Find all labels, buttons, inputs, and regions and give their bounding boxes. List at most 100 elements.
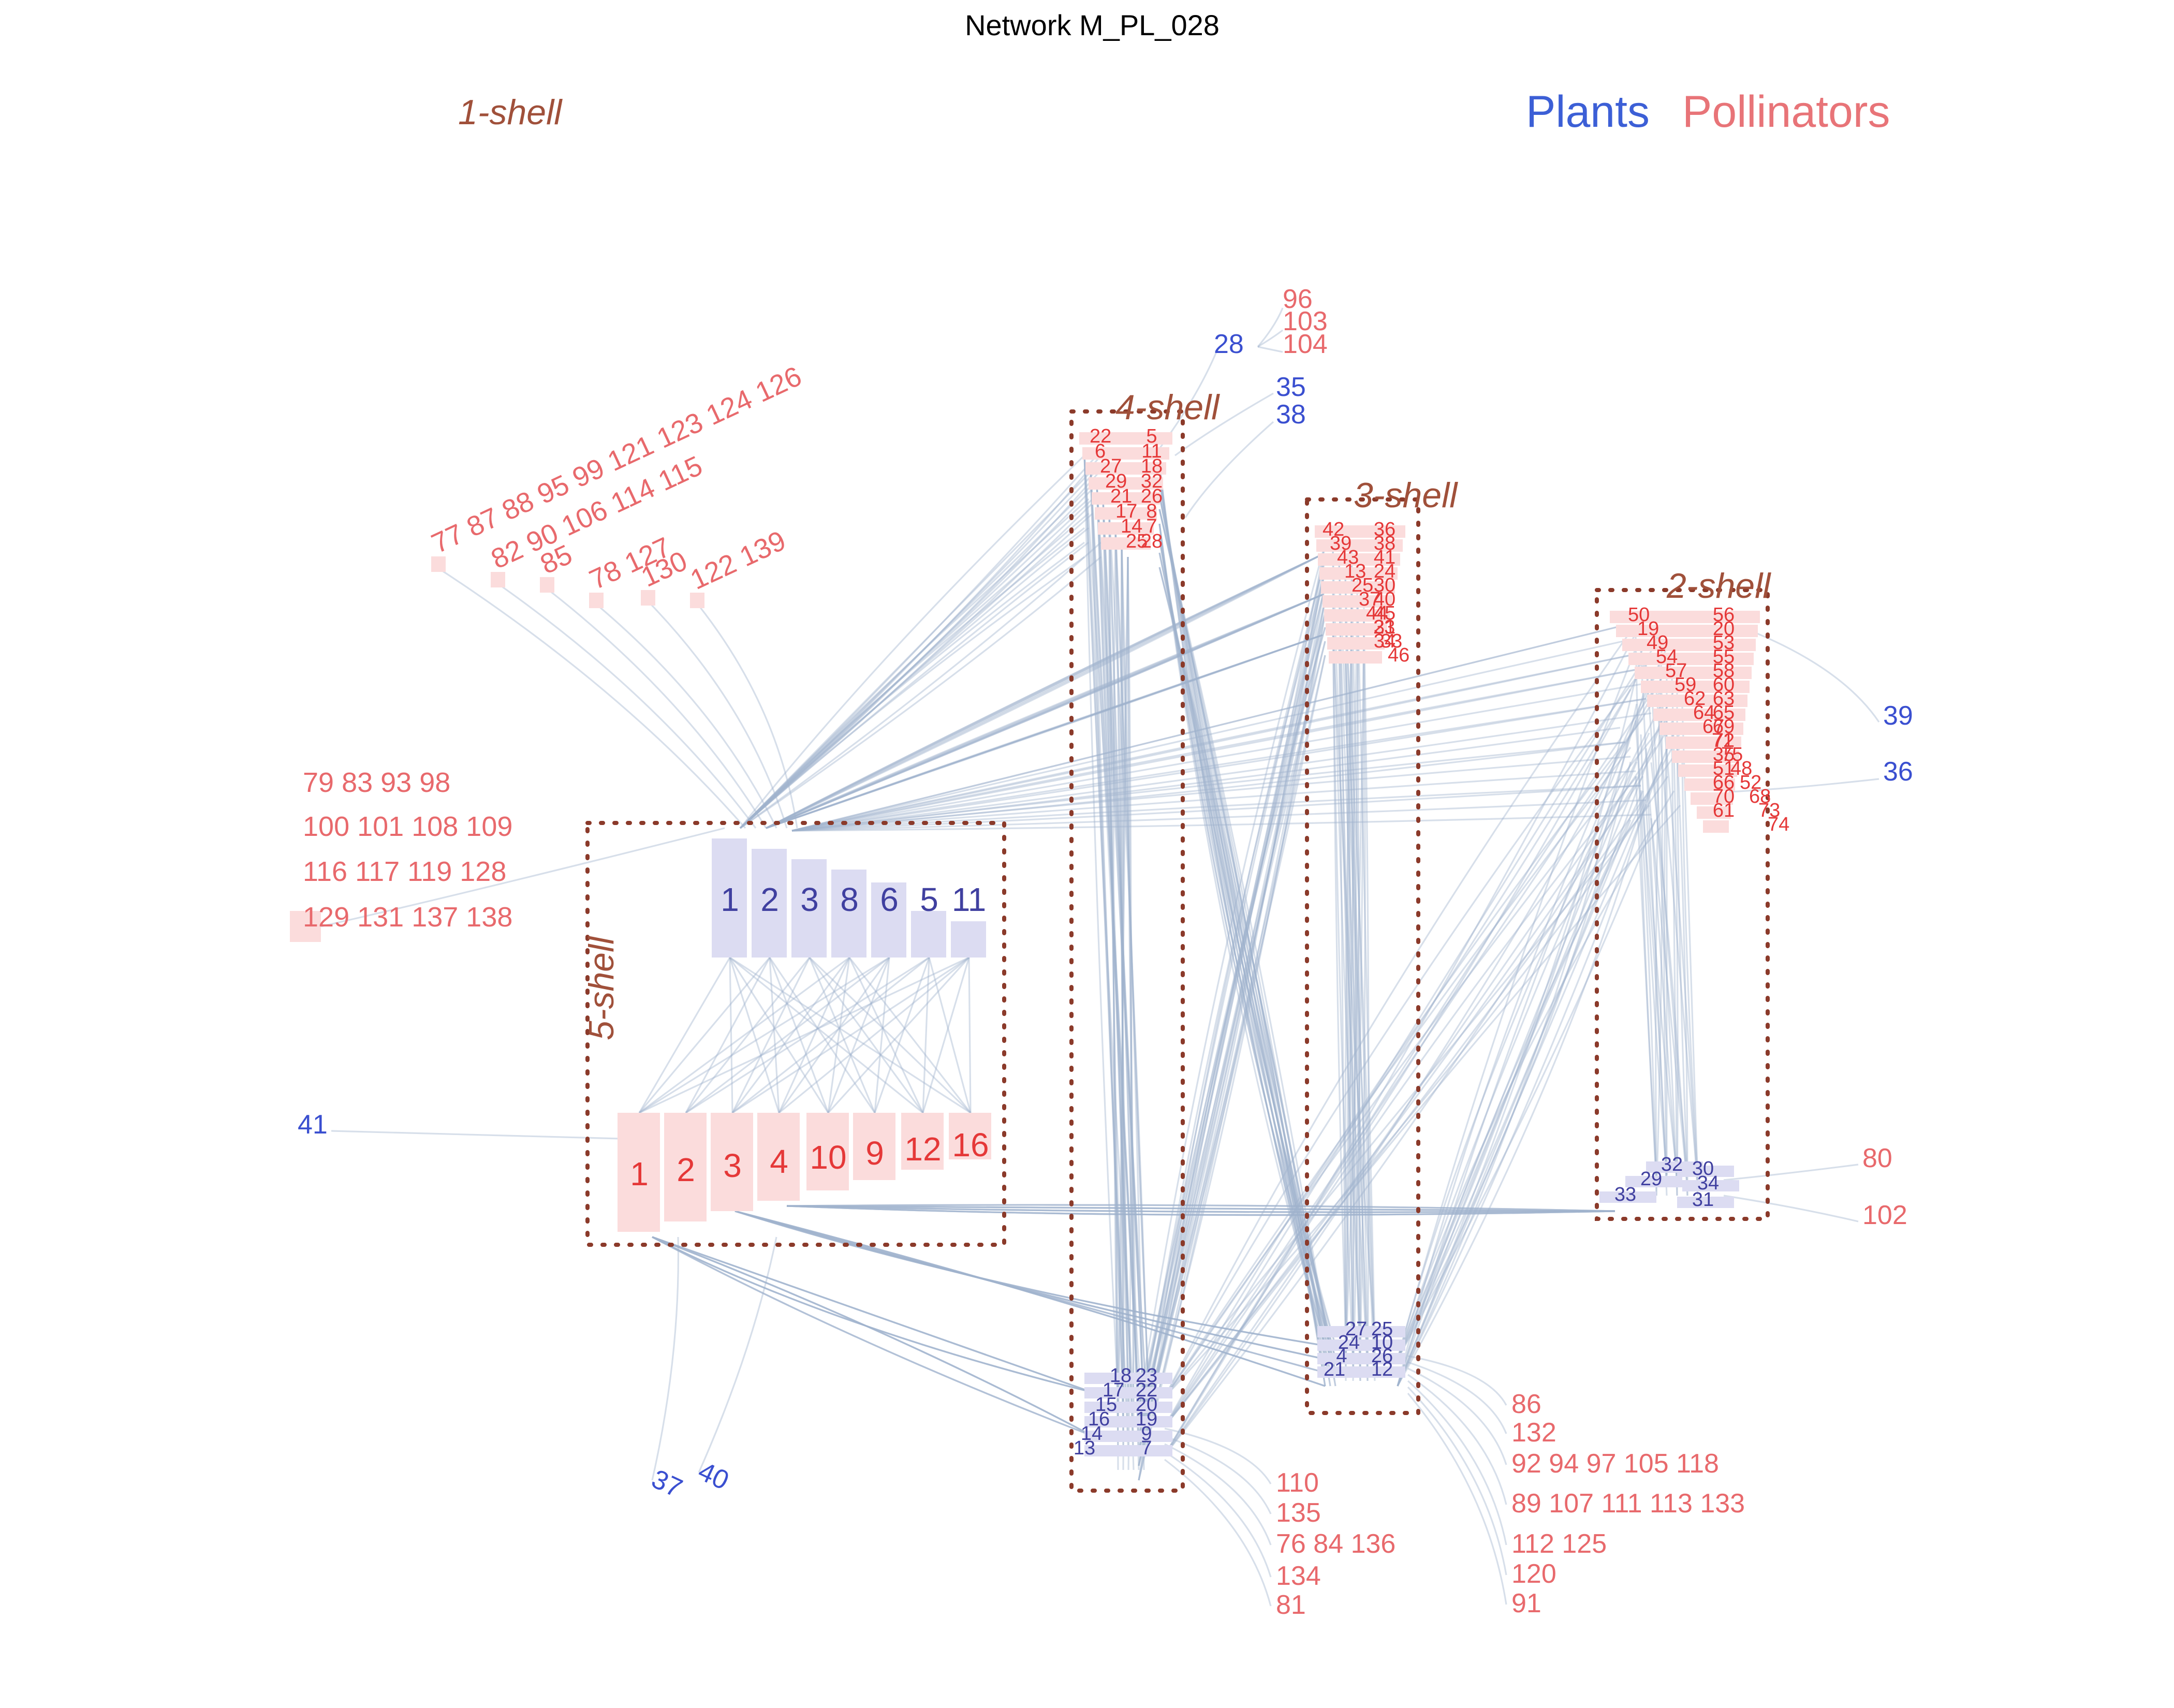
link	[1338, 562, 1376, 1381]
link	[1158, 480, 1336, 1360]
link	[698, 1236, 777, 1473]
link	[1117, 556, 1129, 1412]
chart-title: Network M_PL_028	[965, 9, 1220, 41]
link	[1158, 465, 1326, 1346]
shell2-pollinator-bar	[1697, 806, 1731, 819]
shell1-plant-label: 40	[694, 1456, 733, 1496]
link	[1397, 819, 1656, 1360]
shell2-plant-bar	[1599, 1191, 1656, 1203]
shell4-plant-label: 18	[1110, 1365, 1132, 1387]
link	[1164, 660, 1644, 1427]
link	[740, 541, 1102, 829]
link	[1096, 484, 1135, 1456]
link	[1127, 556, 1133, 1470]
shell2-pollinator-bar	[1610, 611, 1760, 623]
link	[1117, 542, 1124, 1427]
shell4-pollinator-label: 7	[1146, 516, 1157, 537]
link	[739, 498, 1094, 829]
shell4-plant-bar	[1084, 1387, 1172, 1398]
link	[652, 1236, 1093, 1437]
link	[1650, 818, 1688, 1186]
shell3-pollinator-bar	[1327, 637, 1385, 650]
shell3-pollinator-label: 13	[1344, 561, 1366, 582]
shell3-pollinator-label: 38	[1374, 533, 1396, 554]
link	[1344, 656, 1369, 1341]
core-pollinator-bar	[664, 1113, 707, 1221]
link	[766, 553, 1323, 829]
shell3-pollinator-label: 30	[1374, 575, 1396, 596]
link	[1397, 674, 1681, 1360]
link	[652, 1236, 1093, 1393]
link	[786, 1205, 1615, 1213]
link	[1138, 543, 1326, 1408]
link	[791, 814, 1652, 832]
link	[1164, 776, 1638, 1456]
link	[1397, 790, 1644, 1387]
link	[1397, 790, 1675, 1360]
link	[1640, 734, 1668, 1175]
link	[1344, 575, 1349, 1341]
link	[739, 527, 1090, 829]
core-plant-label: 11	[952, 881, 986, 918]
shell4-pollinator-label: 25	[1126, 531, 1148, 552]
link	[791, 625, 1621, 832]
shell3-pollinator-bar	[1316, 539, 1403, 552]
link	[1397, 703, 1663, 1360]
shell2-plant-label: 33	[1614, 1184, 1636, 1205]
link	[1138, 641, 1326, 1466]
link	[1164, 631, 1632, 1398]
link	[1158, 523, 1331, 1346]
link	[685, 956, 930, 1114]
shell2-pollinator-label: 73	[1758, 800, 1780, 821]
shell2-plant-bar	[1677, 1166, 1734, 1177]
link	[791, 741, 1626, 832]
link	[735, 1210, 1326, 1387]
link	[638, 957, 731, 1113]
link	[1671, 734, 1678, 1186]
link	[1350, 588, 1369, 1381]
link	[1096, 484, 1145, 1427]
link	[685, 956, 890, 1114]
link	[766, 634, 1323, 829]
link	[1728, 778, 1879, 793]
link	[1357, 602, 1361, 1368]
shell1-pollinator-label: 134	[1276, 1561, 1321, 1591]
link	[1083, 455, 1119, 1398]
link	[1397, 761, 1632, 1360]
shell3-plant-bar	[1317, 1353, 1405, 1364]
core-plant-bar	[951, 921, 986, 958]
link	[1158, 523, 1326, 1346]
link	[1164, 1435, 1272, 1514]
link	[652, 1236, 1093, 1393]
link	[1397, 703, 1638, 1387]
link	[786, 1205, 1615, 1216]
link	[827, 956, 970, 1114]
link	[1338, 642, 1347, 1354]
link	[1663, 720, 1668, 1175]
link	[1645, 664, 1678, 1196]
link	[1407, 1392, 1507, 1605]
link	[1655, 706, 1663, 1196]
link	[1083, 455, 1135, 1398]
link	[1138, 613, 1326, 1481]
link	[791, 625, 1621, 832]
shell4-plant-bar	[1084, 1373, 1172, 1384]
shell1-pollinator-diag: 77 87 88 95 99 121 123 124 126	[427, 361, 806, 559]
shell3-pollinator-label: 46	[1388, 644, 1409, 666]
shell4-pollinator-label: 28	[1141, 531, 1163, 552]
link	[731, 957, 850, 1113]
link	[786, 1205, 1615, 1212]
shell3-plant-label: 21	[1324, 1359, 1345, 1380]
link	[1090, 469, 1124, 1412]
link	[1127, 556, 1140, 1441]
link	[1158, 523, 1331, 1346]
link	[652, 1236, 1093, 1437]
link	[1108, 513, 1124, 1398]
shell1-plant-label: 41	[298, 1110, 328, 1140]
link	[739, 556, 1085, 829]
shell3-pollinator-label: 33	[1380, 630, 1402, 652]
shell1-pollinator-bar	[690, 593, 704, 608]
link	[786, 1204, 1615, 1212]
link	[848, 957, 924, 1113]
link	[1121, 542, 1135, 1427]
